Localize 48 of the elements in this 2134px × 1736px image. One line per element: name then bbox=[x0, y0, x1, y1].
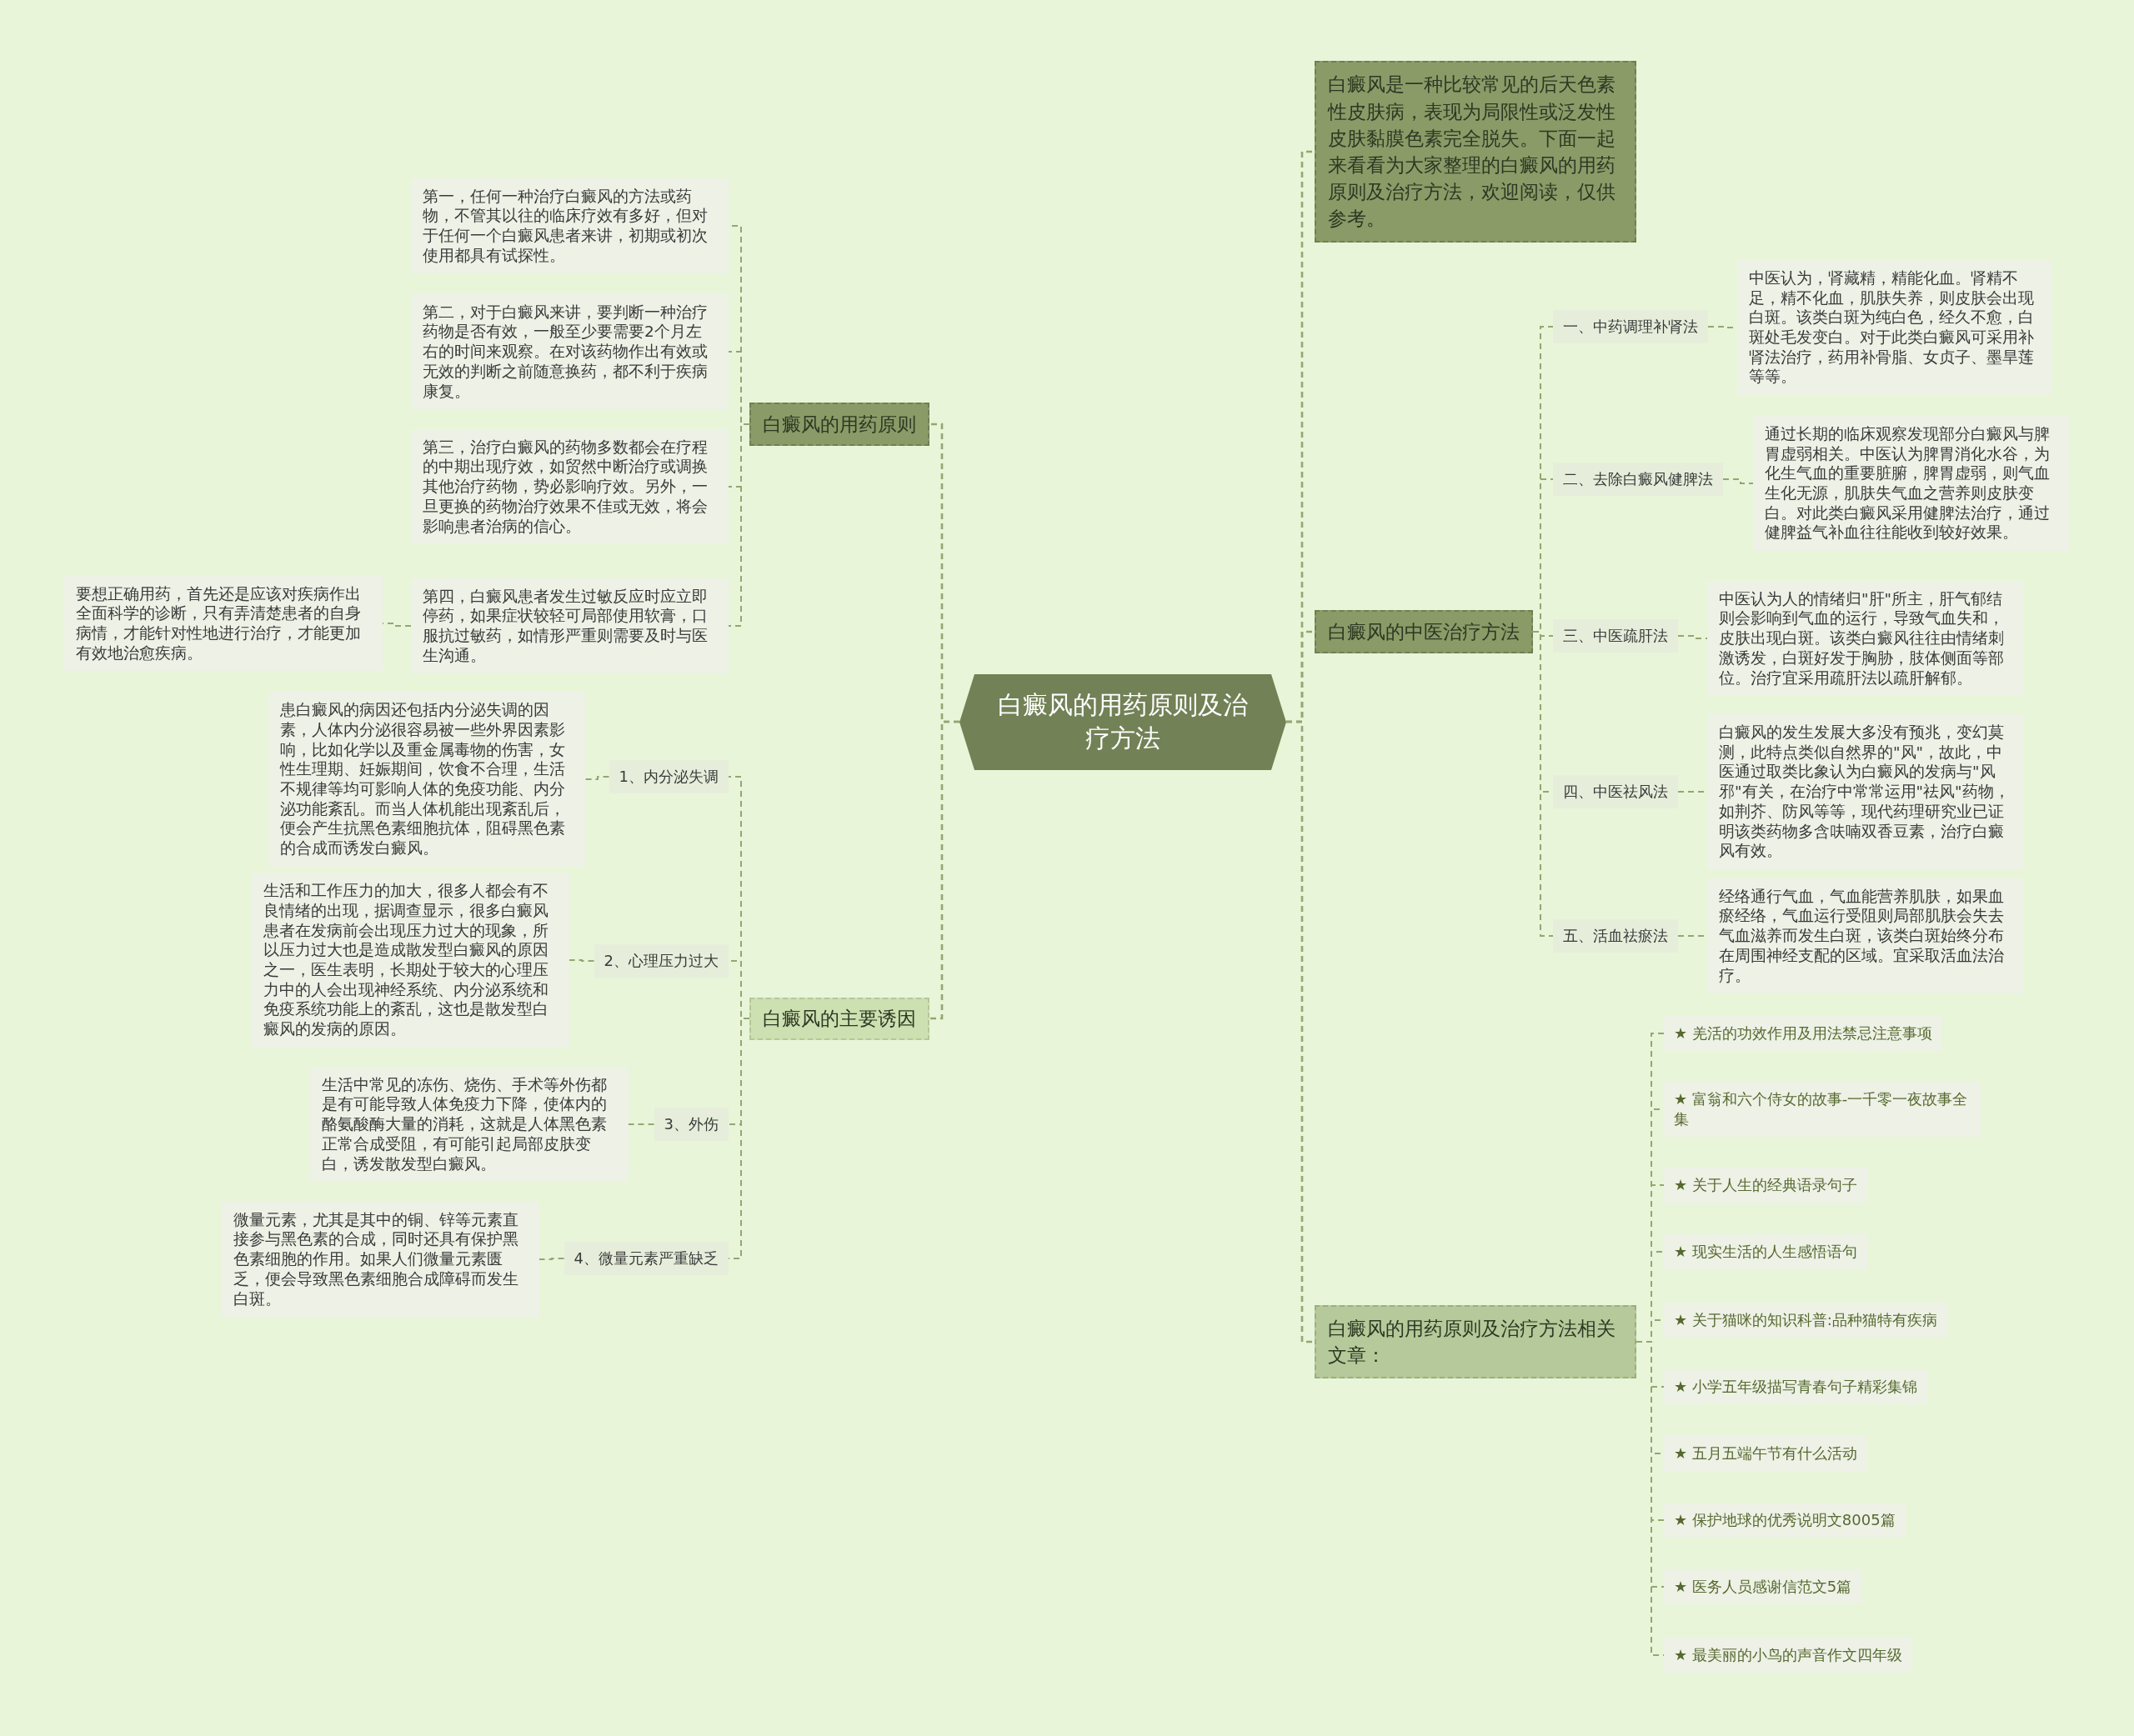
note-box: 中医认为人的情绪归"肝"所主，肝气郁结则会影响到气血的运行，导致气血失和，皮肤出现白斑。该类白癜风往往由情绪刺激诱发，白斑好发于胸胁，肢体侧面等部位。治疗宜采用疏肝法以疏肝解郁。 bbox=[1707, 580, 2024, 697]
article-link: ★ 五月五端午节有什么活动 bbox=[1664, 1435, 1867, 1472]
note-box: 生活和工作压力的加大，很多人都会有不良情绪的出现，据调查显示，很多白癜风患者在发病前会出现压力过大的现象，所以压力过大也是造成散发型白癜风的原因之一，医生表明，长期处于较大的心理压力中的人会出现神经系统、内分泌系统和免疫系统功能上的紊乱，这也是散发型白癜风的发病的原因。 bbox=[252, 873, 569, 1048]
article-link: ★ 羌活的功效作用及用法禁忌注意事项 bbox=[1664, 1015, 1942, 1052]
article-link: ★ 最美丽的小鸟的声音作文四年级 bbox=[1664, 1637, 1912, 1673]
article-link: ★ 关于猫咪的知识科普:品种猫特有疾病 bbox=[1664, 1302, 1947, 1338]
topic-box: 白癜风的用药原则 bbox=[749, 402, 929, 447]
article-link: ★ 富翁和六个侍女的故事-一千零一夜故事全集 bbox=[1664, 1081, 1981, 1138]
subtopic-label: 4、微量元素严重缺乏 bbox=[564, 1242, 729, 1275]
note-box: 第三，治疗白癜风的药物多数都会在疗程的中期出现疗效，如贸然中断治疗或调换其他治疗药物，势必影响疗效。另外，一旦更换的药物治疗效果不佳或无效，将会影响患者治病的信心。 bbox=[411, 428, 729, 545]
intro-box: 白癜风是一种比较常见的后天色素性皮肤病，表现为局限性或泛发性皮肤黏膜色素完全脱失。下面一起来看看为大家整理的白癜风的用药原则及治疗方法，欢迎阅读，仅供参考。 bbox=[1315, 61, 1636, 243]
subtopic-label: 2、心理压力过大 bbox=[594, 944, 729, 978]
subtopic-label: 四、中医祛风法 bbox=[1553, 775, 1678, 808]
note-box: 微量元素，尤其是其中的铜、锌等元素直接参与黑色素的合成，同时还具有保护黑色素细胞的作用。如果人们微量元素匮乏，便会导致黑色素细胞合成障碍而发生白斑。 bbox=[222, 1201, 539, 1318]
connector-line bbox=[539, 1258, 565, 1260]
subtopic-label: 五、活血祛瘀法 bbox=[1553, 919, 1678, 953]
topic-box: 白癜风的用药原则及治疗方法相关文章： bbox=[1315, 1304, 1636, 1379]
subtopic-label: 3、外伤 bbox=[654, 1108, 729, 1141]
note-box: 白癜风的发生发展大多没有预兆，变幻莫测，此特点类似自然界的"风"，故此，中医通过取类比象认为白癜风的发病与"风邪"有关，在治疗中常常运用"祛风"药物，如荆芥、防风等等，现代药理研究业已证明该类药物多含呋喃双香豆素，治疗白癜风有效。 bbox=[1707, 714, 2024, 869]
connector-line bbox=[1722, 478, 1754, 484]
note-box: 患白癜风的病因还包括内分泌失调的因素，人体内分泌很容易被一些外界因素影响，比如化学以及重金属毒物的伤害，女性生理期、妊娠期间，饮食不合理，生活不规律等均可影响人体的免疫功能、内分泌功能紊乱。而当人体机能出现紊乱后，便会产生抗黑色素细胞抗体，阻碍黑色素的合成而诱发白癜风。 bbox=[268, 692, 585, 867]
subtopic-label: 二、去除白癜风健脾法 bbox=[1553, 463, 1723, 496]
subtopic-label: 三、中医疏肝法 bbox=[1553, 619, 1678, 653]
topic-box: 白癜风的主要诱因 bbox=[749, 997, 929, 1040]
subtopic-label: 一、中药调理补肾法 bbox=[1553, 310, 1708, 343]
note-box: 第四，白癜风患者发生过敏反应时应立即停药，如果症状较轻可局部使用软膏，口服抗过敏药，如情形严重则需要及时与医生沟通。 bbox=[411, 578, 729, 674]
connector-line bbox=[569, 959, 595, 962]
connector-line bbox=[728, 423, 750, 627]
article-link: ★ 医务人员感谢信范文5篇 bbox=[1664, 1568, 1862, 1605]
subtopic-label: 1、内分泌失调 bbox=[609, 760, 729, 793]
article-link: ★ 保护地球的优秀说明文8005篇 bbox=[1664, 1502, 1906, 1538]
topic-box: 白癜风的中医治疗方法 bbox=[1315, 609, 1533, 654]
connector-line bbox=[628, 1123, 655, 1125]
article-link: ★ 现实生活的人生感悟语句 bbox=[1664, 1233, 1867, 1270]
article-link: ★ 小学五年级描写青春句子精彩集锦 bbox=[1664, 1368, 1927, 1405]
connector-line bbox=[1286, 720, 1315, 1343]
note-box: 生活中常见的冻伤、烧伤、手术等外伤都是有可能导致人体免疫力下降，使体内的酪氨酸酶大量的消耗，这就是人体黑色素正常合成受阻，有可能引起局部皮肤变白，诱发散发型白癜风。 bbox=[310, 1066, 629, 1183]
connector-line bbox=[584, 776, 610, 780]
central-topic: 白癜风的用药原则及治疗方法 bbox=[959, 673, 1286, 770]
note-box: 第一，任何一种治疗白癜风的方法或药物，不管其以往的临床疗效有多好，但对于任何一个白癜风患者来讲，初期或初次使用都具有试探性。 bbox=[411, 178, 729, 274]
note-box: 通过长期的临床观察发现部分白癜风与脾胃虚弱相关。中医认为脾胃消化水谷，为化生气血的重要脏腑，脾胃虚弱，则气血生化无源，肌肤失气血之营养则皮肤变白。对此类白癜风采用健脾法治疗，通过健脾益气补血往往能收到较好效果。 bbox=[1753, 416, 2069, 551]
article-link: ★ 关于人生的经典语录句子 bbox=[1664, 1167, 1867, 1203]
note-box: 中医认为，肾藏精，精能化血。肾精不足，精不化血，肌肤失养，则皮肤会出现白斑。该类白斑为纯白色，经久不愈，白斑处毛发变白。对于此类白癜风可采用补肾法治疗，药用补骨脂、女贞子、墨旱莲等等。 bbox=[1737, 260, 2051, 395]
connector-line bbox=[1677, 635, 1708, 639]
connector-line bbox=[929, 720, 959, 1020]
note-box: 第二，对于白癜风来讲，要判断一种治疗药物是否有效，一般至少要需要2个月左右的时间来观察。在对该药物作出有效或无效的判断之前随意换药，都不利于疾病康复。 bbox=[411, 293, 729, 410]
note-box: 要想正确用药，首先还是应该对疾病作出全面科学的诊断，只有弄清楚患者的自身病情，才能针对性地进行治疗，才能更加有效地治愈疾病。 bbox=[64, 575, 383, 672]
note-box: 经络通行气血，气血能营养肌肤，如果血瘀经络，气血运行受阻则局部肌肤会失去气血滋养而发生白斑，该类白斑始终分布在周围神经支配的区域。宜采取活血法治疗。 bbox=[1707, 878, 2024, 994]
